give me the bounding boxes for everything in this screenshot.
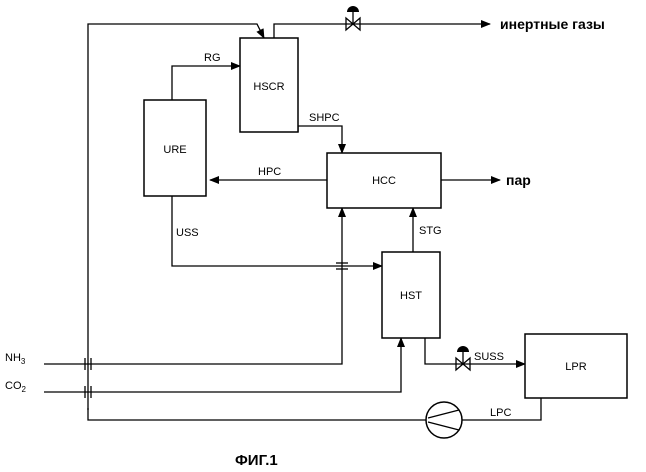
shpc-line xyxy=(298,126,342,153)
co2-label: CO2 xyxy=(5,380,27,394)
nh3-label: NH3 xyxy=(5,352,26,366)
recycle-line xyxy=(88,24,264,410)
hscr-label: HSCR xyxy=(253,81,284,93)
rg-line xyxy=(172,66,240,100)
lpr-label: LPR xyxy=(565,361,586,373)
lpc-return-line xyxy=(88,408,426,420)
steam-label: пар xyxy=(506,172,531,188)
inert-gases-label: инертные газы xyxy=(500,16,605,32)
lpc-label: LPC xyxy=(490,407,511,419)
rg-label: RG xyxy=(204,52,221,64)
hcc-label: HCC xyxy=(372,175,396,187)
co2-line xyxy=(44,338,401,392)
crossing-marks xyxy=(85,263,348,398)
hst-label: HST xyxy=(400,290,422,302)
inert-gas-line xyxy=(274,24,490,38)
hpc-label: HPC xyxy=(258,166,281,178)
suss-label: SUSS xyxy=(474,351,504,363)
suss-valve-icon xyxy=(456,346,470,370)
figure-caption: ФИГ.1 xyxy=(235,452,278,469)
shpc-label: SHPC xyxy=(309,112,340,124)
pump-icon xyxy=(426,402,462,438)
stg-label: STG xyxy=(419,225,442,237)
inert-gas-valve-icon xyxy=(346,6,360,30)
ure-label: URE xyxy=(163,144,186,156)
uss-label: USS xyxy=(176,227,199,239)
